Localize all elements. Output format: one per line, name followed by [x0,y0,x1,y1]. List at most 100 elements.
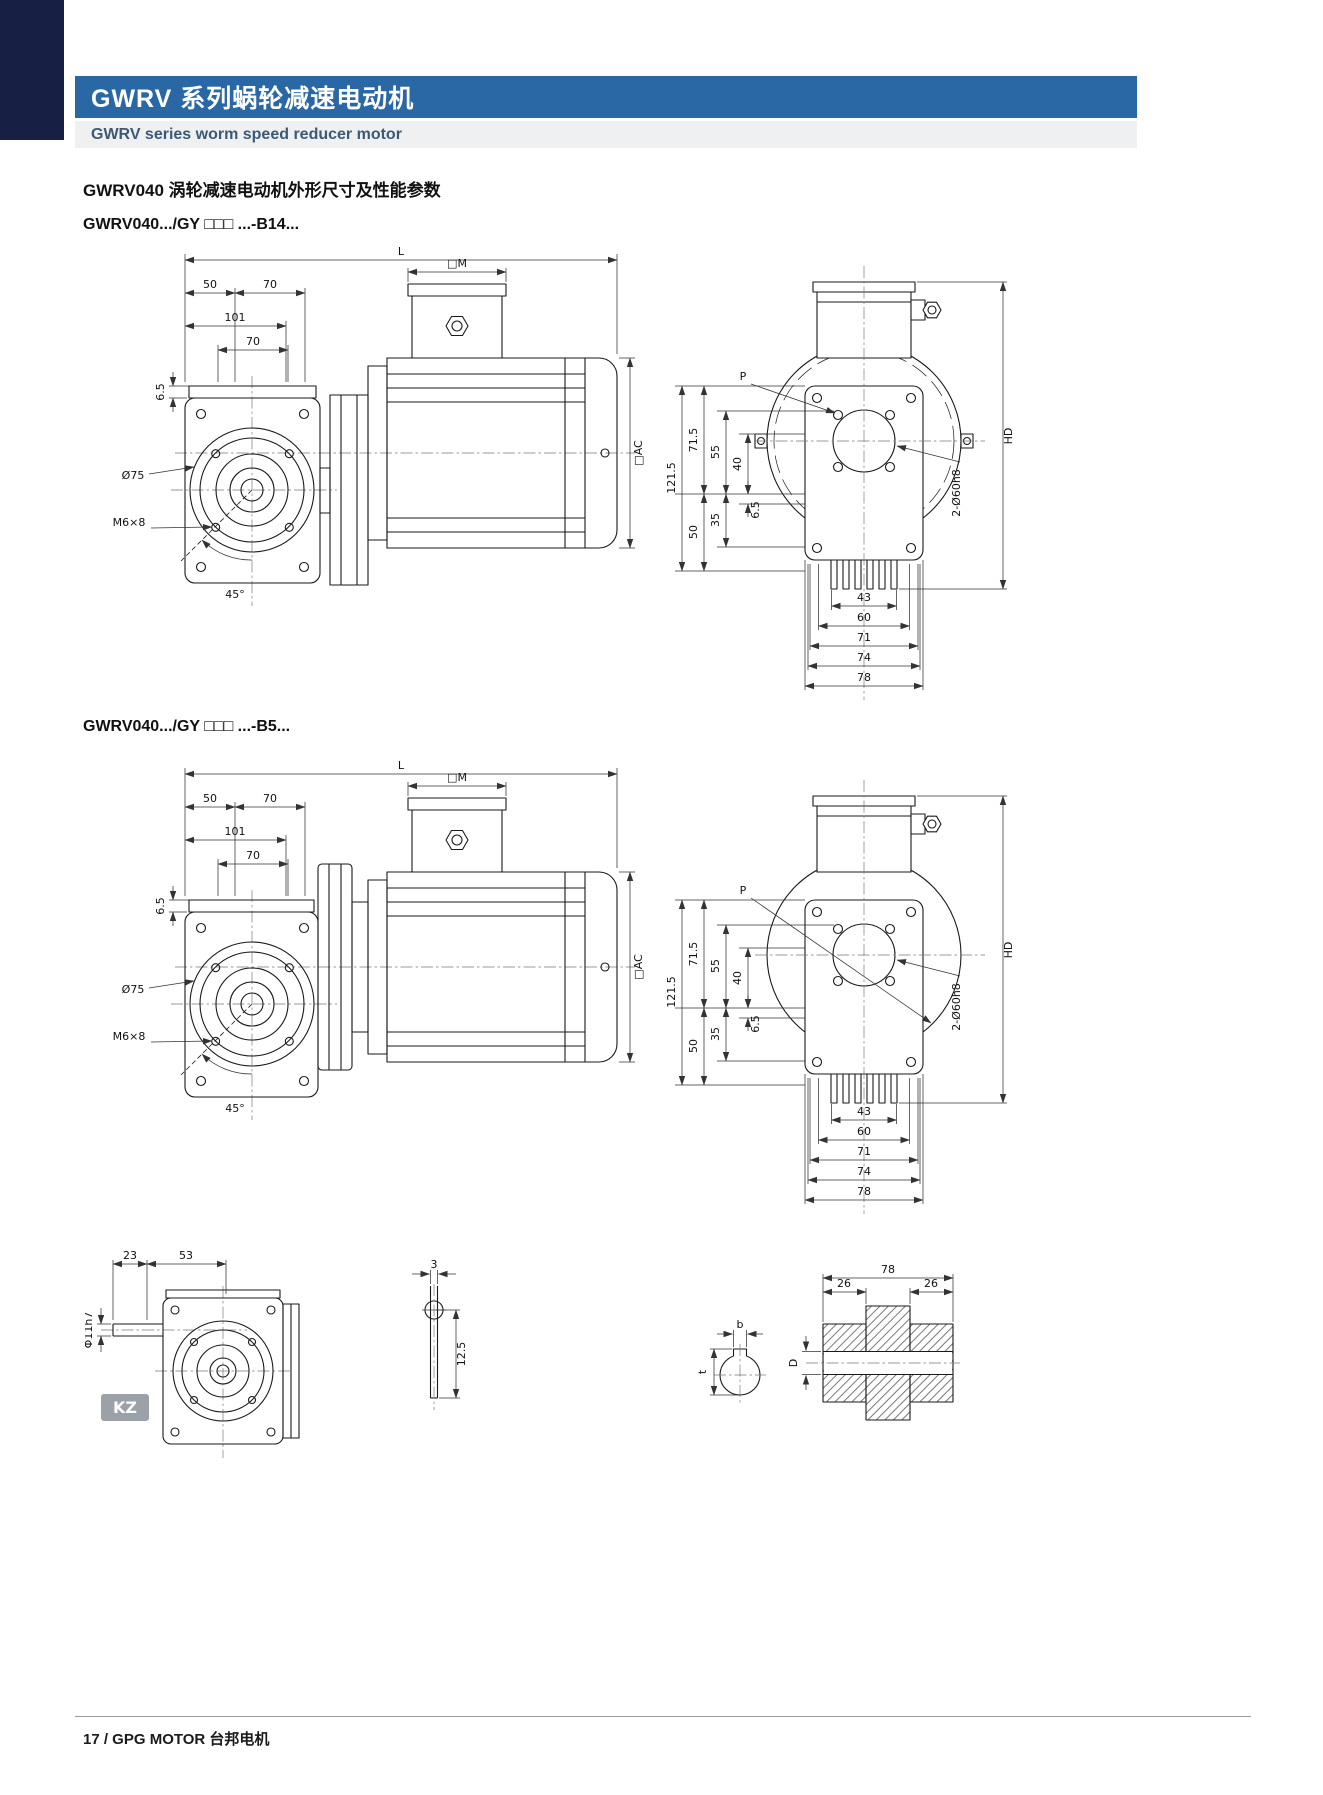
centerlines [755,780,985,1214]
drawing-b5-rear: P 121.5 71.5 50 55 35 40 6.5 43 60 71 74… [665,780,1015,1214]
dim-60: 60 [857,611,871,624]
drawing-kz: 23 53 Φ11h7 KZ [82,1249,300,1458]
dim-35: 35 [709,513,722,527]
dim-P: P [740,884,747,897]
dim-spigot: 2-Ø60h8 [950,469,963,517]
dim-square-AC: □AC [632,954,645,980]
dim-121-5: 121.5 [665,976,678,1008]
page-header-band: GWRV 系列蜗轮减速电动机 [75,76,1137,118]
dim-101: 101 [225,825,246,838]
dim-43: 43 [857,1105,871,1118]
dim-40: 40 [731,457,744,471]
centerlines [171,890,635,1120]
figure-b5-side-view: L 50 70 101 70 6.5 Ø75 M6×8 45° □M □AC [85,752,665,1222]
dimensions: 3 12.5 [412,1258,468,1399]
drawing-slot-detail: 3 12.5 [412,1258,468,1410]
page-subtitle: GWRV series worm speed reducer motor [91,125,402,143]
dim-L: L [398,245,405,258]
dimensions: P 121.5 71.5 50 55 35 40 6.5 43 60 71 74… [665,281,1015,690]
dim-m6x8: M6×8 [113,1030,146,1043]
dim-3: 3 [431,1258,438,1271]
figure-hollow-shaft-section: 78 26 26 D [787,1258,978,1448]
figure-slot-detail: 3 12.5 [392,1258,502,1443]
dim-45deg: 45° [225,588,245,601]
figure-kz-side-view: 23 53 Φ11h7 KZ [82,1246,335,1471]
dim-HD: HD [1002,942,1015,959]
dimensions: P 121.5 71.5 50 55 35 40 6.5 43 60 71 74… [665,795,1015,1204]
dim-74: 74 [857,1165,871,1178]
dim-HD: HD [1002,428,1015,445]
dim-6-5: 6.5 [749,501,762,519]
centerlines [171,376,635,606]
dim-35: 35 [709,1027,722,1041]
footer-page-info: 17 / GPG MOTOR 台邦电机 [83,1731,270,1748]
dim-23: 23 [123,1249,137,1262]
dim-78: 78 [857,1185,871,1198]
footer-divider [75,1716,1251,1717]
dimensions: b t [696,1318,763,1396]
dim-78: 78 [881,1263,895,1276]
section-heading: GWRV040 涡轮减速电动机外形尺寸及性能参数 [83,181,441,200]
dim-diameter-75: Ø75 [122,983,145,996]
page-subtitle-band: GWRV series worm speed reducer motor [75,121,1137,148]
dim-12-5: 12.5 [455,1342,468,1367]
kz-watermark-badge: KZ [101,1394,149,1421]
dimensions: L 50 70 101 70 6.5 Ø75 M6×8 45° □M □AC [113,759,645,1115]
drawing-hollow-shaft: 78 26 26 D [787,1263,960,1421]
centerlines [101,1286,293,1458]
dim-square-AC: □AC [632,440,645,466]
object-lines [180,797,618,1098]
dim-53: 53 [179,1249,193,1262]
dim-b: b [737,1318,744,1331]
dim-L: L [398,759,405,772]
dim-70: 70 [263,278,277,291]
dim-spigot: 2-Ø60h8 [950,983,963,1031]
dim-70: 70 [263,792,277,805]
dim-m6x8: M6×8 [113,516,146,529]
dim-square-M: □M [447,771,467,784]
figure-keyway-detail: b t [688,1310,798,1425]
drawing-b5-side: L 50 70 101 70 6.5 Ø75 M6×8 45° □M □AC [113,759,645,1120]
drawing-b14-rear: P 121.5 71.5 50 55 35 40 6.5 43 60 71 74… [665,266,1015,700]
corner-accent-block [0,0,64,140]
dim-71-5: 71.5 [687,942,700,967]
dim-26-left: 26 [837,1277,851,1290]
page-title: GWRV 系列蜗轮减速电动机 [91,85,415,113]
variant-label-b14: GWRV040.../GY □□□ ...-B14... [83,216,300,233]
dimensions: 23 53 Φ11h7 [82,1249,227,1352]
dim-43: 43 [857,591,871,604]
dim-P: P [740,370,747,383]
dim-101: 101 [225,311,246,324]
figure-b14-rear-view: P 121.5 71.5 50 55 35 40 6.5 43 60 71 74… [655,238,1055,708]
dim-phi11h7: Φ11h7 [85,1312,95,1349]
dim-70b: 70 [246,849,260,862]
dim-45deg: 45° [225,1102,245,1115]
figure-b14-side-view: L 50 70 101 70 6.5 Ø75 M6×8 45° □M □AC [85,238,665,708]
dim-26-right: 26 [924,1277,938,1290]
dim-60: 60 [857,1125,871,1138]
dim-50: 50 [203,792,217,805]
dim-diameter-75: Ø75 [122,469,145,482]
object-lines [180,283,618,586]
dim-70b: 70 [246,335,260,348]
dim-40: 40 [731,971,744,985]
dim-D: D [788,1359,800,1367]
dim-55: 55 [709,445,722,459]
dim-71-5: 71.5 [687,428,700,453]
dim-78: 78 [857,671,871,684]
dim-50: 50 [203,278,217,291]
dimensions: L 50 70 101 70 6.5 Ø75 M6×8 45° □M □AC [113,245,645,601]
centerlines [714,1344,766,1404]
figure-b5-rear-view: P 121.5 71.5 50 55 35 40 6.5 43 60 71 74… [655,752,1055,1222]
centerlines [755,266,985,700]
variant-label-b5: GWRV040.../GY □□□ ...-B5... [83,718,291,735]
drawing-keyway: b t [696,1318,766,1404]
dim-6-5: 6.5 [154,897,167,915]
dim-121-5: 121.5 [665,462,678,494]
dim-t: t [696,1369,709,1374]
dim-55: 55 [709,959,722,973]
dim-74: 74 [857,651,871,664]
object-lines [112,1289,300,1445]
dim-71: 71 [857,631,871,644]
dim-50: 50 [687,1039,700,1053]
